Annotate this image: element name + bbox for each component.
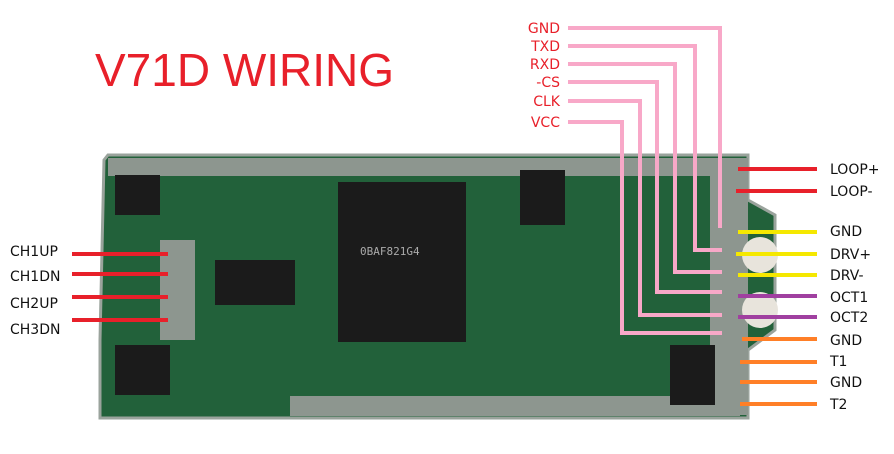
pin-label-oct1: OCT1	[830, 290, 868, 306]
pin-label-loop-plus: LOOP+	[830, 162, 880, 178]
pin-label-vcc: VCC	[531, 115, 560, 131]
pin-label-t2: T2	[829, 397, 847, 413]
pin-label-t1: T1	[829, 354, 847, 370]
pin-label-ch2up: CH2UP	[10, 296, 58, 312]
ic	[215, 260, 295, 305]
chip-marking: 0BAF821G4	[360, 245, 420, 258]
ic	[520, 170, 565, 225]
header-strip-bottom	[290, 396, 740, 416]
header-strip-top	[108, 158, 748, 176]
pin-label-clk: CLK	[533, 94, 561, 110]
diagram-title: V71D WIRING	[95, 44, 394, 96]
pin-label-ch1up: CH1UP	[10, 244, 58, 260]
pin-label-gnd: GND	[830, 375, 862, 391]
channel-wires	[72, 252, 168, 322]
output-wires	[736, 167, 817, 406]
serial-wires	[568, 26, 722, 335]
pin-label-ch3dn: CH3DN	[10, 322, 60, 338]
pin-label-gnd: GND	[528, 21, 560, 37]
pin-label-drv-minus: DRV-	[830, 268, 864, 284]
pin-label-rxd: RXD	[530, 57, 560, 73]
pin-label-gnd: GND	[830, 224, 862, 240]
ic	[115, 175, 160, 215]
pin-label-drv-plus: DRV+	[830, 247, 871, 263]
pin-label-oct2: OCT2	[830, 310, 868, 326]
pin-label-loop-minus: LOOP-	[830, 184, 873, 200]
pcb-board: 0BAF821G4	[98, 153, 778, 420]
pin-label-cs: -CS	[536, 75, 560, 91]
header-strip-left	[160, 240, 195, 340]
pin-label-ch1dn: CH1DN	[10, 269, 60, 285]
header-strip-right	[710, 160, 748, 415]
ic	[115, 345, 170, 395]
mcu-chip	[338, 182, 466, 342]
pin-label-txd: TXD	[530, 39, 560, 55]
pin-label-gnd: GND	[830, 333, 862, 349]
ic	[670, 345, 715, 405]
